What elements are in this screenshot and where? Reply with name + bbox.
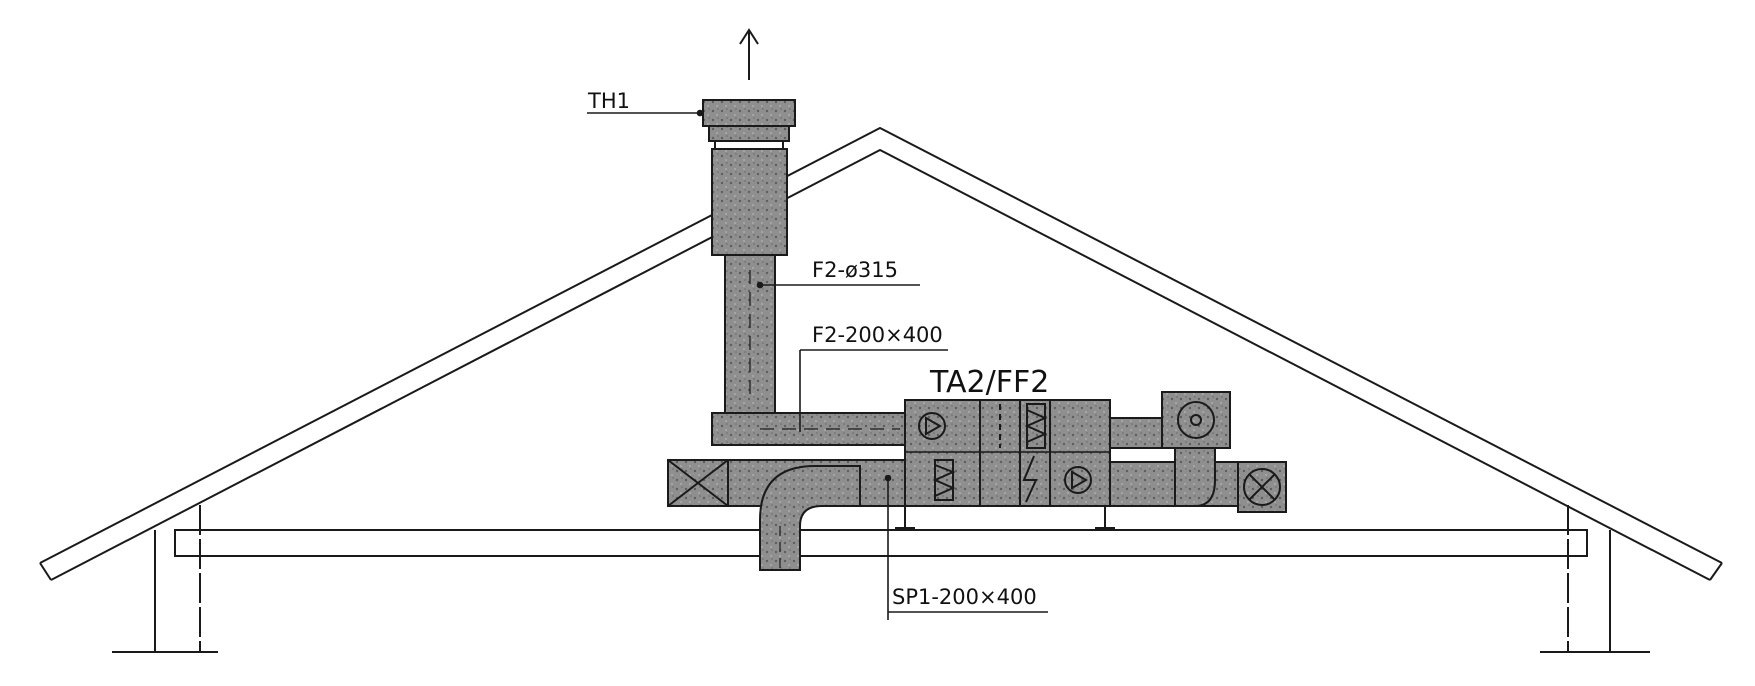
upper-fan-box [1161,391,1231,449]
exhaust-duct [711,412,906,446]
riser-duct [724,254,776,416]
vertical-bend [1174,447,1216,507]
unit-casing [904,399,1111,507]
fan-icon [1064,466,1092,494]
unit-supports [895,506,1115,529]
lightning-icon [1022,455,1038,503]
right-connections [1109,391,1287,513]
terminal-cap [702,99,796,127]
label-th1: TH1 [587,89,630,113]
floor-beam [174,529,1588,557]
roof-outer-line [39,126,1723,564]
supply-duct [667,459,911,571]
structure [112,505,1650,653]
label-unit: TA2/FF2 [929,365,1049,400]
label-riser-duct: F2-ø315 [812,258,898,282]
terminal-body [711,148,788,256]
upper-connector-duct [1109,417,1163,449]
roof-inner-line [50,148,1711,581]
roof-terminal [702,28,796,256]
fan-wheel-icon [1243,468,1281,506]
damper-icon [667,459,729,507]
filter-icon [1024,403,1048,449]
fan-icon [918,412,946,440]
duct-elbow [759,465,861,571]
filter-icon [932,459,956,501]
roof-right-end [1709,562,1723,581]
up-arrow-icon [739,28,759,45]
leader-lines [587,109,1048,620]
roof-left-end [39,562,52,581]
label-exhaust-duct: F2-200×400 [812,323,943,347]
terminal-ring [714,140,784,150]
label-supply-duct: SP1-200×400 [892,585,1037,609]
fan-wheel-icon [1177,401,1215,439]
terminal-collar [708,125,790,142]
roof [39,126,1723,581]
air-handling-unit [904,399,1111,507]
